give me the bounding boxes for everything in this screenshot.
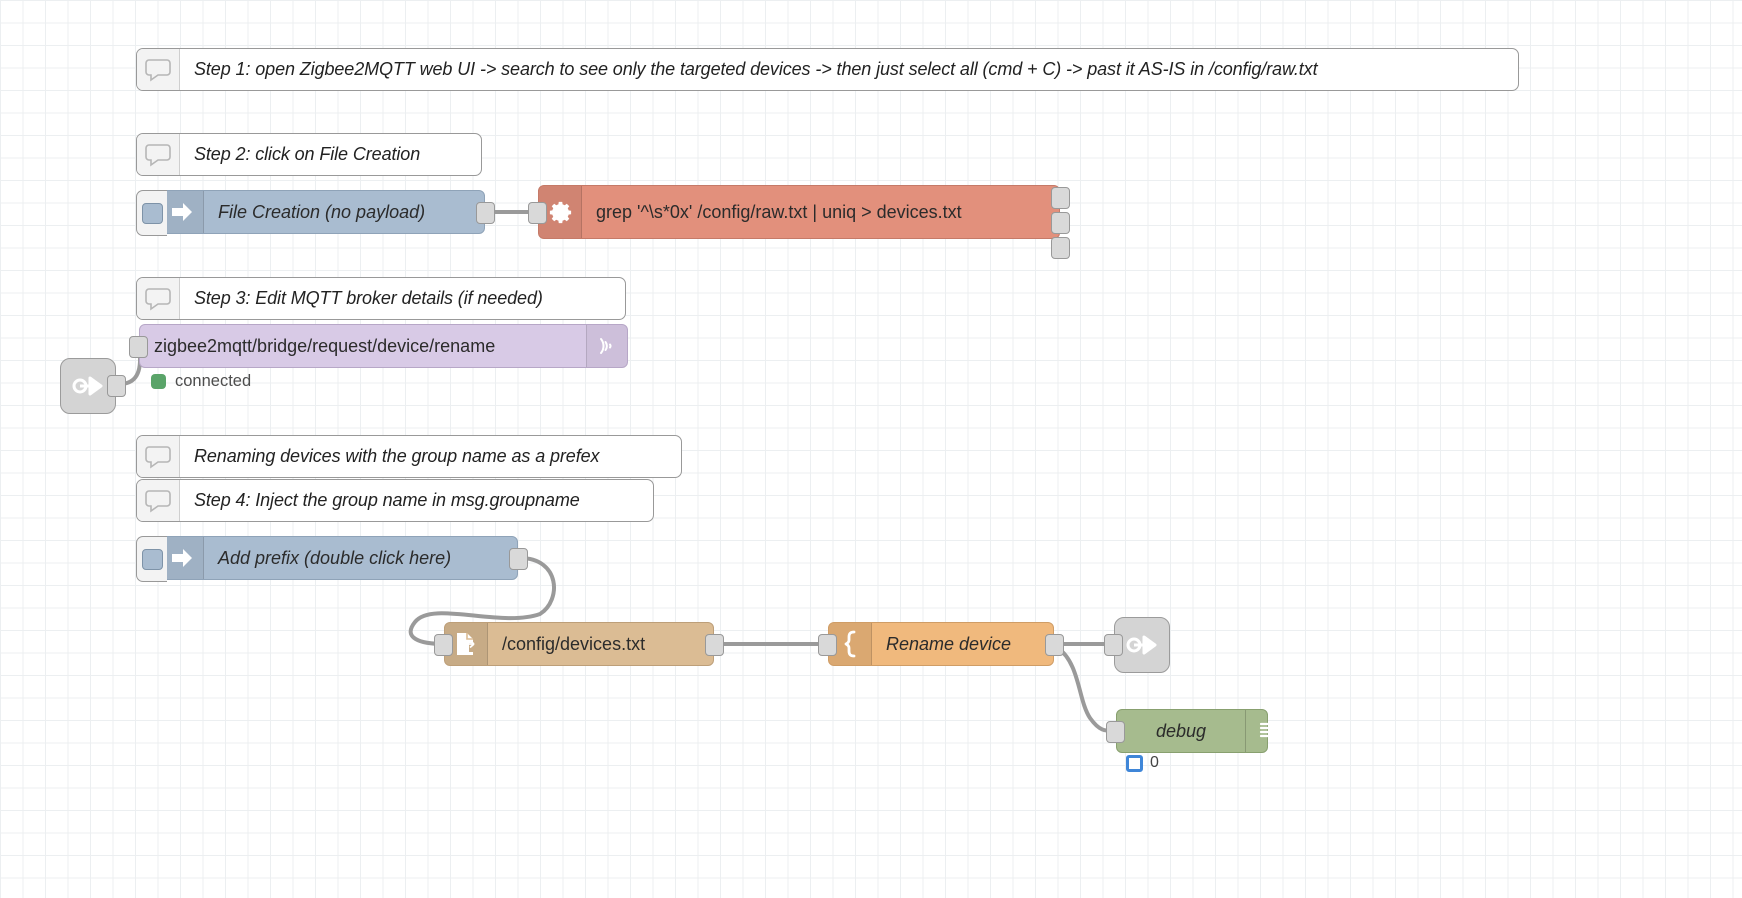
link-in-node[interactable] [60,358,126,414]
input-port[interactable] [1104,634,1123,656]
status-label: connected [175,372,252,390]
output-port[interactable] [107,375,126,397]
inject-trigger-button-inner [141,202,163,224]
comment-label: Step 3: Edit MQTT broker details (if nee… [194,288,543,308]
status-dot-icon [151,374,166,389]
mqtt-out-node[interactable]: zigbee2mqtt/bridge/request/device/rename [129,324,628,368]
output-port[interactable] [1045,634,1064,656]
link-out-node[interactable] [1104,617,1170,673]
debug-count-square-icon [1126,754,1143,772]
inject-trigger-button[interactable] [136,190,167,236]
comment-node-step-2[interactable]: Step 2: click on File Creation [136,133,482,176]
comment-icon [137,480,180,521]
comment-node-step-4[interactable]: Step 4: Inject the group name in msg.gro… [136,479,654,522]
inject-node-file-creation[interactable]: File Creation (no payload) [136,190,495,236]
file-icon [445,623,488,665]
comment-icon [137,436,180,477]
output-port-2[interactable] [1051,212,1070,234]
output-port-1[interactable] [1051,187,1070,209]
function-node-label: Rename device [886,633,1012,654]
debug-count-badge: 0 [1126,754,1159,772]
inject-node-label: Add prefix (double click here) [218,547,452,568]
function-node-rename-device[interactable]: Rename device [818,622,1064,666]
inject-trigger-button[interactable] [136,536,167,582]
inject-trigger-button-inner [141,548,163,570]
wire-function-to-debug [1056,646,1118,734]
link-out-arrow-icon [1126,635,1157,655]
comment-node-step-3[interactable]: Step 3: Edit MQTT broker details (if nee… [136,277,626,320]
link-in-arrow-icon [72,376,103,396]
output-port[interactable] [509,548,528,570]
comment-label: Step 4: Inject the group name in msg.gro… [194,490,580,510]
debug-count-value: 0 [1150,754,1159,771]
comment-icon [137,134,180,175]
inject-arrow-icon [161,191,204,233]
hamburger-icon [1245,710,1290,752]
input-port[interactable] [434,634,453,656]
comment-icon [137,278,180,319]
mqtt-status-badge: connected [151,372,251,391]
mqtt-signal-icon [586,325,627,367]
output-port[interactable] [476,202,495,224]
exec-node-grep[interactable]: grep '^\s*0x' /config/raw.txt | uniq > d… [528,185,1070,259]
mqtt-node-label: zigbee2mqtt/bridge/request/device/rename [154,335,496,356]
inject-node-label: File Creation (no payload) [218,201,426,222]
comment-label: Step 1: open Zigbee2MQTT web UI -> searc… [194,59,1318,79]
comment-node-renaming-note[interactable]: Renaming devices with the group name as … [136,435,682,478]
input-port[interactable] [818,634,837,656]
inject-arrow-icon [161,537,204,579]
output-port-3[interactable] [1051,237,1070,259]
comment-node-step-1[interactable]: Step 1: open Zigbee2MQTT web UI -> searc… [136,48,1519,91]
comment-label: Step 2: click on File Creation [194,144,421,164]
comment-icon [137,49,180,90]
file-node-label: /config/devices.txt [502,633,646,654]
exec-node-label: grep '^\s*0x' /config/raw.txt | uniq > d… [596,201,962,222]
input-port[interactable] [1106,721,1125,743]
debug-node-label: debug [1155,720,1207,741]
input-port[interactable] [528,202,547,224]
comment-label: Renaming devices with the group name as … [194,446,600,466]
input-port[interactable] [129,336,148,358]
file-node-devices[interactable]: /config/devices.txt [434,622,724,666]
inject-node-add-prefix[interactable]: Add prefix (double click here) [136,536,528,582]
output-port[interactable] [705,634,724,656]
debug-node[interactable]: debug [1106,709,1294,753]
